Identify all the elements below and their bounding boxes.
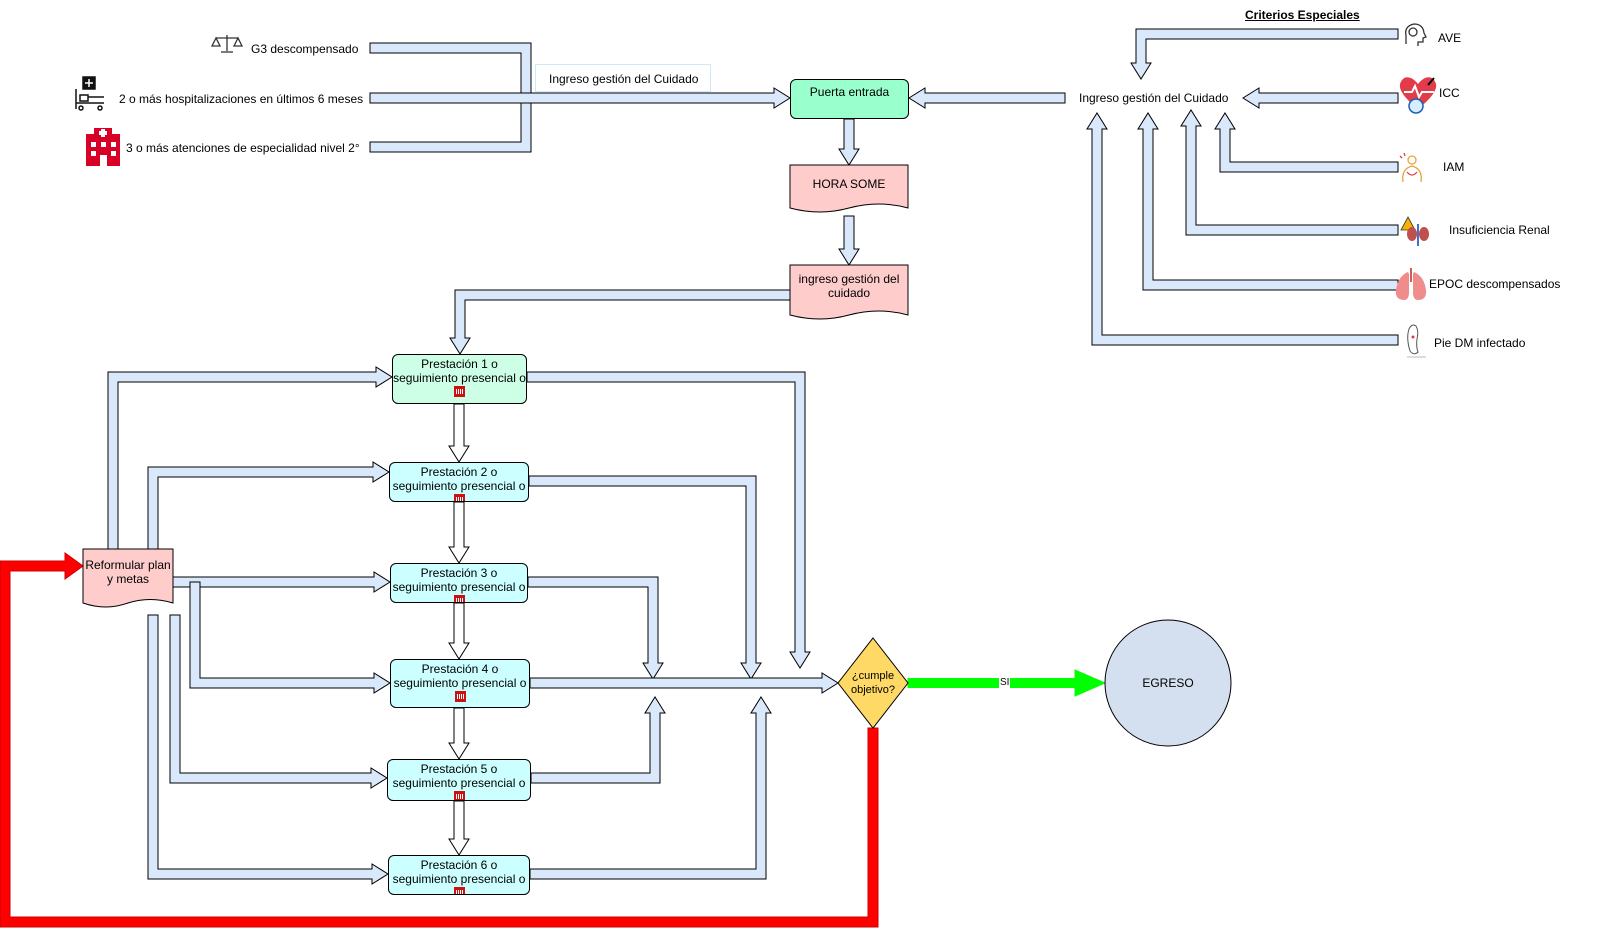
connector-p5-p6: [448, 800, 470, 856]
connector-arrows: [0, 28, 1399, 928]
criterio-renal-label: Insuficiencia Renal: [1449, 223, 1550, 237]
building-icon: [454, 691, 466, 702]
prestacion-3-title: Prestación 3 o: [420, 566, 498, 580]
egreso-circle: [1104, 619, 1232, 747]
building-icon: [453, 887, 465, 894]
connector-p5-decision: [530, 696, 666, 784]
criterio-hospitalizaciones-label: 2 o más hospitalizaciones en últimos 6 m…: [119, 92, 364, 106]
criterio-pie-label: Pie DM infectado: [1434, 336, 1526, 350]
connector-p4-decision: [529, 672, 839, 694]
lungs-icon: [1395, 268, 1427, 300]
connector-p3-decision: [527, 576, 664, 680]
connector-renal: [1180, 109, 1399, 236]
connector-criterios-to-puerta: [908, 87, 1066, 109]
prestacion-1-box[interactable]: Prestación 1 o seguimiento presencial o: [392, 354, 527, 404]
criterio-atenciones-label: 3 o más atenciones de especialidad nivel…: [126, 141, 360, 155]
decision-diamond: [837, 637, 909, 729]
prestacion-1-title: Prestación 1 o: [421, 357, 498, 371]
connector-p6-decision: [529, 696, 772, 880]
prestacion-3-box[interactable]: Prestación 3 o seguimiento presencial o: [390, 563, 528, 603]
connector-puerta-to-hora: [838, 118, 860, 166]
scale-icon: [210, 35, 244, 53]
connector-iam: [1214, 112, 1399, 173]
icons-layer: [75, 23, 1437, 358]
prestacion-2-box[interactable]: Prestación 2 o seguimiento presencial o: [389, 462, 529, 502]
connector-reformular-p4: [189, 581, 391, 694]
connector-reformular-p5: [169, 614, 388, 789]
connector-reformular-p2: [147, 461, 390, 550]
foot-icon: [1407, 324, 1426, 358]
criterio-icc-label: ICC: [1439, 86, 1460, 100]
connector-p3-p4: [448, 602, 470, 660]
connector-loop-reformular: [0, 552, 879, 928]
connector-p1-p2: [448, 403, 470, 463]
prestacion-4-box[interactable]: Prestación 4 o seguimiento presencial o: [390, 659, 530, 708]
connector-p2-p3: [448, 501, 470, 564]
connector-g3: [369, 42, 532, 96]
building-icon: [454, 386, 465, 397]
prestacion-4-subtitle: seguimiento presencial o: [393, 676, 527, 690]
si-label: SI: [999, 676, 1011, 690]
prestacion-2-title: Prestación 2 o: [420, 465, 498, 479]
connector-reformular-p6: [147, 614, 389, 885]
criterio-ave-label: AVE: [1438, 31, 1462, 45]
reformular-label: Reformular plan y metas: [85, 558, 171, 586]
connector-p2-decision: [528, 475, 762, 680]
criterios-ingreso-label: Ingreso gestión del Cuidado: [1079, 91, 1229, 105]
criterio-iam-label: IAM: [1443, 160, 1465, 174]
criterio-g3-label: G3 descompensado: [251, 42, 359, 56]
connector-hora-to-ingreso: [838, 215, 860, 266]
prestacion-1-subtitle: seguimiento presencial o: [393, 371, 526, 385]
connector-p1-decision: [526, 371, 811, 669]
hora-some-shape: [789, 164, 909, 213]
kidney-icon: [1400, 216, 1429, 246]
prestacion-5-box[interactable]: Prestación 5 o seguimiento presencial o: [387, 759, 531, 801]
reformular-shape: [82, 548, 174, 608]
egreso-label: EGRESO: [1142, 676, 1194, 690]
puerta-entrada-box[interactable]: Puerta entrada: [790, 79, 909, 119]
connector-reformular-p3: [172, 571, 391, 593]
prestacion-4-title: Prestación 4 o: [421, 662, 499, 676]
heart-icon: [1399, 77, 1437, 114]
building-icon: [453, 791, 465, 800]
diagram-shapes: [82, 164, 1232, 747]
connector-pie: [1086, 112, 1399, 346]
prestacion-6-title: Prestación 6 o: [420, 858, 498, 872]
prestacion-6-subtitle: seguimiento presencial o: [392, 872, 526, 886]
connector-to-puerta-entrada: [369, 87, 791, 109]
building-icon: [453, 595, 465, 602]
decision-label: ¿cumple objetivo?: [850, 670, 896, 696]
connector-p4-p5: [448, 707, 470, 760]
prestacion-5-title: Prestación 5 o: [420, 762, 498, 776]
hospital-building-icon: [86, 128, 120, 166]
prestacion-6-box[interactable]: Prestación 6 o seguimiento presencial o: [388, 855, 530, 895]
building-icon: [453, 494, 465, 501]
prestacion-2-subtitle: seguimiento presencial o: [392, 479, 526, 493]
ingreso-cuidado-shape: [789, 264, 909, 320]
chest-pain-icon: [1399, 152, 1422, 183]
connector-ave: [1130, 28, 1399, 80]
connector-epoc: [1137, 112, 1399, 291]
ingreso-cuidado-label: ingreso gestión del cuidado: [798, 272, 900, 300]
brain-head-icon: [1405, 23, 1427, 46]
connector-atenciones: [369, 99, 532, 153]
criterios-especiales-title: Criterios Especiales: [1245, 8, 1360, 22]
prestacion-3-subtitle: seguimiento presencial o: [392, 580, 526, 594]
prestacion-5-subtitle: seguimiento presencial o: [392, 776, 526, 790]
hora-some-label: HORA SOME: [812, 177, 886, 191]
puerta-entrada-label: Puerta entrada: [809, 85, 890, 99]
hospital-bed-icon: [75, 76, 104, 111]
criterio-epoc-label: EPOC descompensados: [1429, 277, 1561, 291]
connector-icc: [1242, 87, 1399, 109]
connector-reformular-p1: [107, 366, 393, 550]
ingreso-cuidado-connector-label: Ingreso gestión del Cuidado: [535, 64, 711, 92]
connector-ingreso-to-prestacion-1: [449, 289, 791, 355]
